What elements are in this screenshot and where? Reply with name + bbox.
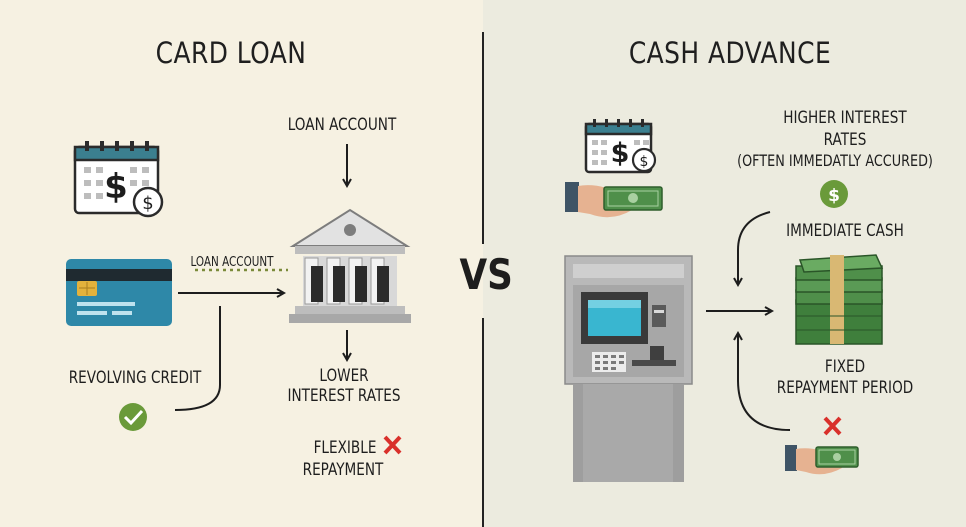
svg-text:$: $ xyxy=(104,167,128,207)
cross-icon-fixed xyxy=(823,416,842,436)
svg-text:$: $ xyxy=(640,154,649,170)
calendar-dollar-icon-right: $ $ xyxy=(584,119,657,174)
center-divider-top xyxy=(482,32,484,244)
calendar-dollar-icon: $ $ xyxy=(73,141,164,218)
cross-icon-flexible xyxy=(383,435,402,455)
cash-stack-icon xyxy=(795,254,884,345)
versus-label: VS xyxy=(459,250,513,299)
svg-text:$: $ xyxy=(828,186,840,206)
higher-rates-label-line1: HIGHER INTEREST xyxy=(783,108,907,128)
cash-advance-title: CASH ADVANCE xyxy=(628,36,832,70)
svg-text:$: $ xyxy=(142,193,153,214)
higher-rates-label-line2: RATES xyxy=(823,130,867,150)
card-loan-title: CARD LOAN xyxy=(155,36,307,70)
flexible-label-line2: REPAYMENT xyxy=(302,460,384,480)
loan-account-label-arrow: LOAN ACCOUNT xyxy=(190,255,274,270)
higher-rates-label-line3: (OFTEN IMMEDATLY ACCURED) xyxy=(737,151,933,170)
dollar-coin-icon: $ xyxy=(820,180,848,208)
fixed-repayment-arrow xyxy=(738,333,791,431)
loan-account-label-top: LOAN ACCOUNT xyxy=(287,115,397,135)
hand-giving-cash-icon xyxy=(565,182,663,218)
bank-building-icon xyxy=(289,208,411,323)
atm-machine-icon xyxy=(564,255,693,482)
center-divider-bottom xyxy=(482,318,484,527)
lower-rates-label-line2: INTEREST RATES xyxy=(287,386,401,406)
revolving-credit-label: REVOLVING CREDIT xyxy=(68,368,202,388)
flexible-label-line1: FLEXIBLE xyxy=(313,438,377,458)
svg-text:$: $ xyxy=(611,138,630,169)
credit-card-icon xyxy=(66,259,172,326)
cash-advance-panel xyxy=(483,0,966,527)
higher-rates-arrow xyxy=(738,211,771,285)
revolving-credit-connector xyxy=(174,306,221,411)
check-icon xyxy=(119,403,147,431)
fixed-label-line1: FIXED xyxy=(824,357,866,377)
fixed-label-line2: REPAYMENT PERIOD xyxy=(776,378,914,398)
immediate-cash-label: IMMEDIATE CASH xyxy=(786,221,904,241)
lower-rates-label-line1: LOWER xyxy=(319,366,369,386)
hand-receiving-cash-icon xyxy=(785,445,859,475)
